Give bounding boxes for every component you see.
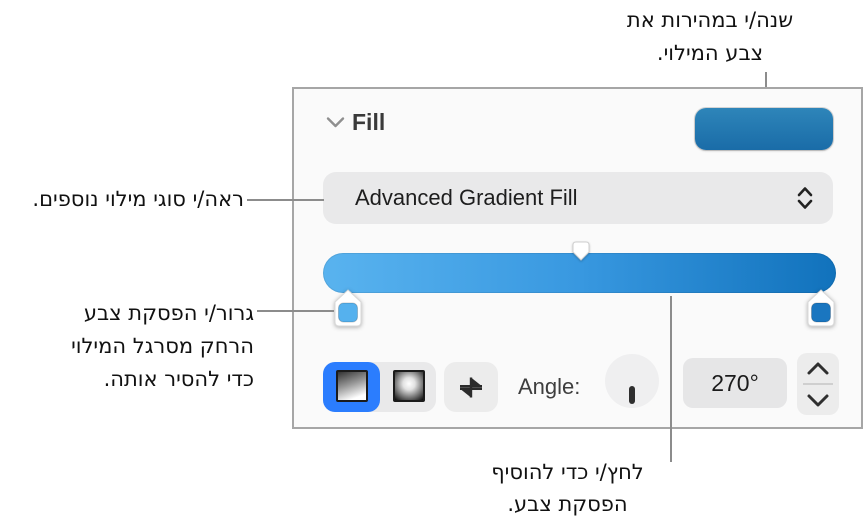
gradient-stop-left[interactable] xyxy=(333,289,363,327)
reverse-gradient-icon xyxy=(460,377,482,397)
fill-type-popup[interactable]: Advanced Gradient Fill xyxy=(323,172,833,224)
gradient-style-segmented-control xyxy=(323,362,436,412)
callout-change-fill-color: שנה/י במהירות את צבע המילוי. xyxy=(560,4,860,70)
callout-line: שנה/י במהירות את xyxy=(626,8,794,32)
leader-line-fill-types xyxy=(247,199,324,201)
leader-line-drag-stop xyxy=(257,310,334,312)
stepper-down-button[interactable] xyxy=(797,385,839,415)
radial-gradient-swatch-icon[interactable] xyxy=(393,370,425,402)
chevron-down-icon[interactable] xyxy=(326,115,345,129)
leader-line-add-stop xyxy=(670,296,672,462)
angle-value: 270° xyxy=(711,369,759,396)
stepper-up-button[interactable] xyxy=(797,353,839,383)
callout-drag-color-stop: גרור/י הפסקת צבע הרחק מסרגל המילוי כדי ל… xyxy=(0,297,254,396)
angle-dial[interactable] xyxy=(605,354,659,408)
gradient-midpoint-handle[interactable] xyxy=(572,241,590,261)
angle-label: Angle: xyxy=(518,374,581,399)
reverse-gradient-button[interactable] xyxy=(444,362,498,412)
stepper-divider xyxy=(803,383,833,385)
panel-title: Fill xyxy=(352,109,386,135)
callout-line: גרור/י הפסקת צבע xyxy=(83,301,254,325)
callout-line: הפסקת צבע. xyxy=(507,492,628,516)
callout-line: הרחק מסרגל המילוי xyxy=(71,334,254,358)
angle-value-field[interactable]: 270° xyxy=(683,358,787,408)
color-well[interactable] xyxy=(695,108,833,150)
callout-add-color-stop: לחץ/י כדי להוסיף הפסקת צבע. xyxy=(420,456,715,520)
chevron-up-icon xyxy=(807,362,829,374)
callout-line: צבע המילוי. xyxy=(656,41,764,65)
callout-more-fill-types: ראה/י סוגי מילוי נוספים. xyxy=(0,185,244,213)
angle-stepper xyxy=(797,353,839,415)
callout-line: ראה/י סוגי מילוי נוספים. xyxy=(32,187,244,211)
callout-line: כדי להסיר אותה. xyxy=(103,367,254,391)
chevron-down-icon xyxy=(807,394,829,406)
gradient-bar[interactable] xyxy=(323,253,836,293)
gradient-stop-right[interactable] xyxy=(806,289,836,327)
up-down-chevrons-icon xyxy=(797,187,813,209)
fill-type-popup-value: Advanced Gradient Fill xyxy=(355,185,578,210)
fill-panel: Fill Advanced Gradient Fill xyxy=(292,87,863,429)
callout-line: לחץ/י כדי להוסיף xyxy=(491,460,644,484)
linear-gradient-swatch-icon[interactable] xyxy=(336,370,368,402)
angle-dial-tick xyxy=(629,386,635,404)
